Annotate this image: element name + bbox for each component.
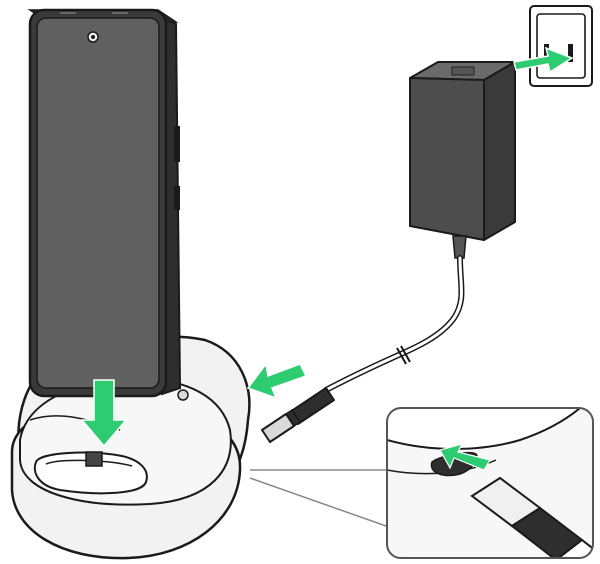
callout-lines bbox=[249, 469, 387, 527]
usb-c-plug-icon bbox=[261, 387, 335, 443]
usb-cable bbox=[323, 255, 465, 393]
usb-c-port-closeup bbox=[386, 407, 594, 559]
connect-cable-arrow-icon bbox=[246, 362, 308, 400]
arrow-icon bbox=[80, 46, 574, 448]
insert-phone-arrow-icon bbox=[80, 379, 128, 448]
wall-outlet-icon bbox=[529, 5, 593, 87]
plug-adapter-arrow-icon bbox=[513, 46, 574, 74]
smartphone-icon bbox=[27, 8, 182, 398]
ac-adapter-icon bbox=[409, 61, 516, 259]
